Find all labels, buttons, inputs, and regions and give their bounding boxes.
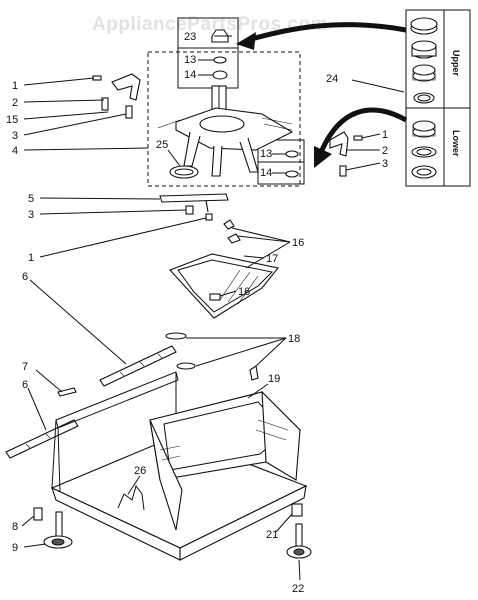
callout-21: 21 xyxy=(266,529,278,541)
callout-22: 22 xyxy=(292,583,304,595)
callout-14-right: 14 xyxy=(260,167,272,179)
callout-8: 8 xyxy=(12,521,18,533)
transmission-assembly xyxy=(157,85,294,177)
callout-3: 3 xyxy=(12,130,18,142)
callout-26: 26 xyxy=(134,465,146,477)
rail-6-lower xyxy=(5,419,79,459)
callout-13: 13 xyxy=(184,54,196,66)
callout-6: 6 xyxy=(22,271,28,283)
bracket-17 xyxy=(169,219,279,319)
rail-6-upper xyxy=(99,345,177,387)
callout-5: 5 xyxy=(28,193,34,205)
callout-14: 14 xyxy=(184,69,196,81)
callout-16: 16 xyxy=(292,237,304,249)
callout-2-right: 2 xyxy=(382,145,388,157)
spring-26 xyxy=(117,484,145,511)
callout-6-lower: 6 xyxy=(22,379,28,391)
callout-18: 18 xyxy=(288,333,300,345)
lower-label: Lower xyxy=(451,130,461,157)
callout-3-right: 3 xyxy=(382,158,388,170)
pads-18 xyxy=(165,332,259,381)
right-bracket xyxy=(329,131,363,177)
callout-2: 2 xyxy=(12,97,18,109)
callout-16-lower: 16 xyxy=(238,286,250,298)
callout-19: 19 xyxy=(268,373,280,385)
foot-left xyxy=(33,507,73,549)
callout-15: 15 xyxy=(6,114,18,126)
bearing-kit-box: Upper Lower xyxy=(405,9,471,187)
callout-13-right: 13 xyxy=(260,148,272,160)
callout-9: 9 xyxy=(12,542,18,554)
foot-right xyxy=(286,503,312,559)
suspension-frame-19 xyxy=(149,390,301,531)
upper-label: Upper xyxy=(451,50,461,77)
callout-1-mid: 1 xyxy=(28,252,34,264)
callout-17: 17 xyxy=(266,253,278,265)
ring-25 xyxy=(169,165,199,179)
callout-7: 7 xyxy=(22,361,28,373)
kit-arrows xyxy=(236,22,408,168)
upper-left-bracket xyxy=(92,73,141,119)
callout-23: 23 xyxy=(184,31,196,43)
upper-seal-parts xyxy=(211,29,229,80)
callout-1: 1 xyxy=(12,80,18,92)
callout-25: 25 xyxy=(156,139,168,151)
pad-7 xyxy=(57,387,77,397)
callout-24: 24 xyxy=(326,73,338,85)
transmission-housing-box xyxy=(147,17,305,187)
watermark: AppliancePartsPros.com xyxy=(92,14,328,35)
side-seal-parts xyxy=(285,150,299,178)
callout-labels: 1 2 15 3 4 25 23 13 14 24 1 13 14 2 3 5 … xyxy=(6,31,388,595)
leader-lines xyxy=(21,35,405,581)
callout-1-right: 1 xyxy=(382,129,388,141)
bar-5 xyxy=(159,193,229,221)
callout-4: 4 xyxy=(12,145,18,157)
callout-3-mid: 3 xyxy=(28,209,34,221)
